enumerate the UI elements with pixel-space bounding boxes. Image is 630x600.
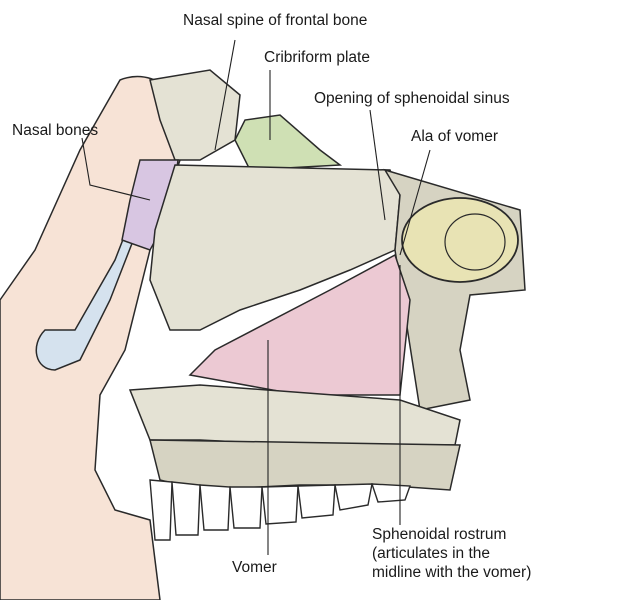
label-sphenoid-opening: Opening of sphenoidal sinus (314, 90, 510, 107)
tooth (171, 481, 201, 536)
sphenoidal-sinus (401, 197, 519, 283)
tooth (371, 483, 411, 503)
tooth (261, 485, 299, 525)
label-ala-of-vomer: Ala of vomer (411, 128, 499, 145)
label-vomer: Vomer (232, 559, 277, 576)
tooth (334, 483, 373, 511)
teeth (149, 479, 411, 541)
hard-palate (128, 384, 461, 446)
label-nasal-spine: Nasal spine of frontal bone (183, 12, 368, 29)
label-sphenoidal-rostrum: Sphenoidal rostrum (articulates in the m… (372, 525, 531, 582)
maxilla-alveolar (149, 439, 461, 491)
label-cribriform-plate: Cribriform plate (264, 49, 370, 66)
rostrum-line-3: midline with the vomer) (372, 564, 532, 581)
sphenoidal-sinus-inner (444, 213, 506, 271)
rostrum-line-1: Sphenoidal rostrum (372, 526, 507, 543)
label-nasal-bones: Nasal bones (12, 122, 99, 139)
leader-nasal-spine (214, 39, 236, 151)
tooth (149, 479, 173, 541)
tooth (199, 484, 231, 531)
leader-ala-vomer (399, 149, 431, 256)
leader-nasal-bones (81, 137, 151, 201)
cribriform-plate-region (234, 114, 343, 171)
nasal-cartilage (35, 169, 151, 371)
vomer-region (188, 253, 411, 396)
leader-sphenoid-opening (369, 109, 386, 221)
tooth (229, 486, 263, 529)
tooth (297, 484, 336, 519)
rostrum-line-2: (articulates in the (372, 545, 491, 562)
nasal-bones-region (121, 159, 179, 251)
leader-lines (81, 39, 431, 555)
